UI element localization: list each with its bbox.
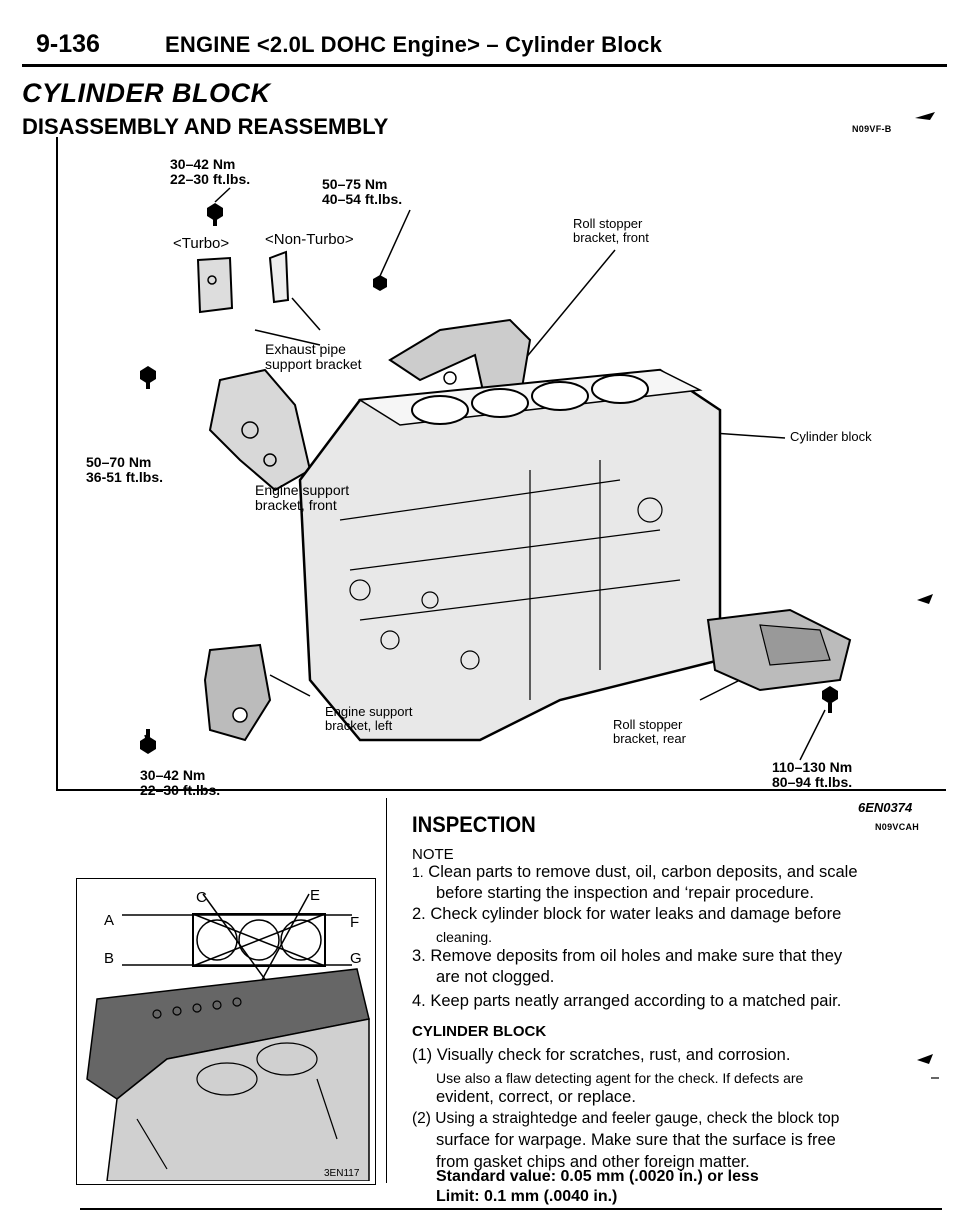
torque-top-left: 30–42 Nm 22–30 ft.lbs. (170, 156, 251, 187)
turbo-label: <Turbo> (173, 235, 230, 252)
limit-value: Limit: 0.1 mm (.0040 in.) (436, 1188, 618, 1205)
cylinder-block-exploded-illustration (140, 187, 852, 761)
note-label: NOTE (412, 846, 454, 863)
page-header-title: ENGINE <2.0L DOHC Engine> – Cylinder Blo… (165, 32, 663, 57)
note-1: 1. Clean parts to remove dust, oil, carb… (412, 863, 858, 881)
step-1-cont: evident, correct, or replace. (436, 1088, 636, 1106)
step-1: (1) Visually check for scratches, rust, … (412, 1046, 791, 1064)
figure-frame-left (56, 137, 58, 789)
note-3: 3. Remove deposits from oil holes and ma… (412, 947, 843, 965)
figure2-label-a: A (104, 912, 115, 929)
header-rule (22, 64, 947, 67)
page-number: 9-136 (36, 30, 100, 58)
column-divider (386, 798, 387, 1183)
step-2-cont-2: from gasket chips and other foreign matt… (436, 1153, 750, 1171)
margin-marks (915, 112, 939, 1079)
inspection-code: N09VCAH (875, 822, 920, 832)
torque-bottom-left: 30–42 Nm 22–30 ft.lbs. (140, 767, 221, 798)
engine-support-left-label: Engine support bracket, left (325, 704, 413, 733)
step-1-detail: Use also a flaw detecting agent for the … (436, 1070, 804, 1086)
figure1-id: 6EN0374 (858, 800, 913, 815)
note-3-cont: are not clogged. (436, 968, 555, 986)
footer-rule (80, 1208, 942, 1210)
note-1-cont: before starting the inspection and ‘repa… (436, 884, 814, 902)
straightedge-check-illustration (86, 893, 370, 1181)
subsection-code: N09VF-B (852, 124, 892, 134)
section-title: CYLINDER BLOCK (22, 78, 271, 108)
figure2-label-c: C (196, 889, 207, 906)
inspection-subheading: CYLINDER BLOCK (412, 1023, 547, 1040)
torque-bottom-right: 110–130 Nm 80–94 ft.lbs. (772, 759, 853, 790)
note-4: 4. Keep parts neatly arranged according … (412, 992, 842, 1010)
inspection-title: INSPECTION (412, 812, 536, 837)
exhaust-pipe-bracket-label: Exhaust pipe support bracket (265, 341, 362, 372)
figure2-label-e: E (310, 887, 321, 904)
subsection-title: DISASSEMBLY AND REASSEMBLY (22, 114, 389, 139)
figure2-label-b: B (104, 950, 115, 967)
figure2-box (76, 878, 376, 1185)
figure2-label-f: F (350, 914, 360, 931)
note-2-cont: cleaning. (436, 929, 493, 945)
figure2-id: 3EN117 (324, 1168, 360, 1179)
step-2-cont: surface for warpage. Make sure that the … (436, 1131, 836, 1149)
torque-top-mid: 50–75 Nm 40–54 ft.lbs. (322, 176, 403, 207)
non-turbo-label: <Non-Turbo> (265, 231, 354, 248)
cylinder-block-label: Cylinder block (790, 429, 872, 444)
roll-stopper-rear-label: Roll stopper bracket, rear (613, 717, 686, 746)
note-2: 2. Check cylinder block for water leaks … (412, 905, 842, 923)
engine-support-front-label: Engine support bracket, front (255, 482, 350, 513)
roll-stopper-front-label: Roll stopper bracket, front (573, 216, 649, 245)
step-2: (2) Using a straightedge and feeler gaug… (412, 1110, 840, 1127)
standard-value: Standard value: 0.05 mm (.0020 in.) or l… (436, 1168, 759, 1185)
torque-mid-left: 50–70 Nm 36-51 ft.lbs. (86, 454, 164, 485)
figure2-label-g: G (350, 950, 362, 967)
figure-frame-bottom (56, 789, 946, 791)
